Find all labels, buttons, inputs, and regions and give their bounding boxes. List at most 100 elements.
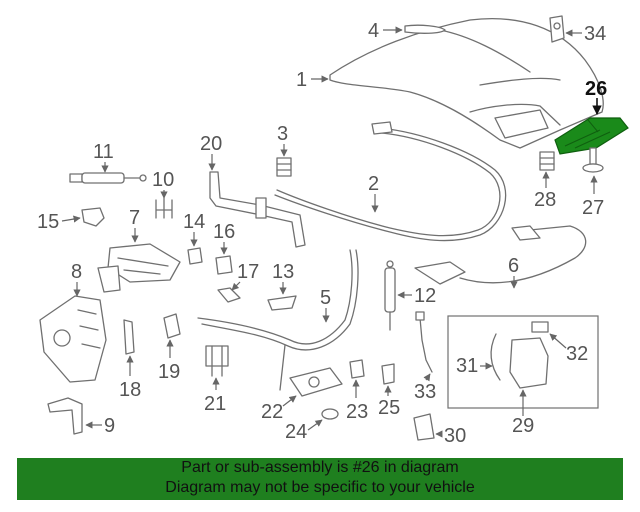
trunk-lid-part [329, 18, 604, 149]
banner-line-1: Part or sub-assembly is #26 in diagram [181, 459, 459, 476]
lid-trim-strip-part [404, 24, 446, 34]
latch-housing-part-8 [39, 295, 107, 383]
svg-text:10: 10 [152, 169, 174, 191]
weatherstrip-part [274, 121, 507, 242]
banner-line-2: Diagram may not be specific to your vehi… [165, 479, 475, 496]
callout-2: 2 [368, 173, 379, 213]
svg-text:28: 28 [534, 189, 556, 211]
callout-31: 31 [456, 355, 493, 377]
bolt-part-27 [582, 147, 604, 173]
svg-text:20: 20 [200, 133, 222, 155]
hinge-cover-part-26-highlighted [554, 117, 629, 155]
connector-part-32 [531, 321, 549, 333]
svg-text:17: 17 [237, 261, 259, 283]
svg-text:12: 12 [414, 285, 436, 307]
callout-8: 8 [71, 261, 82, 297]
callout-14: 14 [183, 211, 205, 247]
bracket-part-9 [47, 397, 83, 435]
callout-4: 4 [368, 20, 403, 42]
svg-text:9: 9 [104, 415, 115, 437]
svg-text:25: 25 [378, 397, 400, 419]
callout-29: 29 [512, 389, 534, 437]
callout-33: 33 [414, 373, 436, 403]
svg-text:31: 31 [456, 355, 478, 377]
svg-text:27: 27 [582, 197, 604, 219]
svg-text:16: 16 [213, 221, 235, 243]
svg-text:7: 7 [129, 207, 140, 229]
switch-part-21 [205, 345, 229, 377]
gas-strut-part-12 [384, 260, 396, 331]
pad-part-13 [267, 295, 297, 311]
svg-text:13: 13 [272, 261, 294, 283]
svg-text:33: 33 [414, 381, 436, 403]
svg-text:8: 8 [71, 261, 82, 283]
svg-text:14: 14 [183, 211, 205, 233]
callout-27: 27 [582, 175, 604, 219]
grommet-part-24 [321, 408, 339, 420]
svg-text:30: 30 [444, 425, 466, 447]
callout-11: 11 [93, 141, 114, 173]
svg-text:26: 26 [585, 78, 607, 100]
release-cable-part-6 [414, 225, 587, 285]
svg-text:3: 3 [277, 123, 288, 145]
clip-part-17 [217, 287, 241, 303]
callout-23: 23 [346, 379, 368, 423]
callout-5: 5 [320, 287, 331, 323]
callout-26: 26 [585, 78, 607, 115]
clip-part-25 [381, 363, 395, 385]
clip-part-19 [163, 313, 181, 339]
callout-30: 30 [435, 425, 466, 447]
bumper-part-28 [539, 151, 555, 171]
callout-25: 25 [378, 385, 400, 419]
svg-text:22: 22 [261, 401, 283, 423]
svg-text:21: 21 [204, 393, 226, 415]
svg-text:15: 15 [37, 211, 59, 233]
callout-21: 21 [204, 377, 226, 415]
callout-1: 1 [296, 69, 329, 91]
callout-10: 10 [152, 169, 174, 199]
callout-34: 34 [565, 23, 606, 45]
svg-text:5: 5 [320, 287, 331, 309]
cable-part-33 [415, 311, 433, 373]
callout-17: 17 [231, 261, 259, 291]
callout-3: 3 [277, 123, 288, 157]
svg-text:23: 23 [346, 401, 368, 423]
callout-24: 24 [285, 419, 323, 443]
callout-28: 28 [534, 171, 556, 211]
clip-part-15 [81, 207, 105, 227]
svg-text:1: 1 [296, 69, 307, 91]
clip-part-14 [187, 247, 203, 265]
bracket-part-10 [155, 197, 173, 219]
svg-text:18: 18 [119, 379, 141, 401]
svg-text:24: 24 [285, 421, 307, 443]
hinge-arm-part-20 [209, 171, 306, 248]
cable-part-18 [123, 319, 135, 355]
svg-text:2: 2 [368, 173, 379, 195]
svg-text:19: 19 [158, 361, 180, 383]
svg-text:4: 4 [368, 20, 379, 42]
bumper-stop-part-3 [276, 157, 292, 177]
lift-cylinder-part-11 [69, 172, 147, 184]
latch-assembly-part-7 [97, 243, 181, 293]
bracket-part-30 [413, 413, 435, 441]
callout-7: 7 [129, 207, 140, 243]
latch-actuator-part-22 [289, 367, 343, 397]
svg-text:34: 34 [584, 23, 606, 45]
callout-18: 18 [119, 355, 141, 401]
callout-15: 15 [37, 211, 81, 233]
release-linkage-part-5 [197, 249, 359, 391]
clip-part-34 [549, 15, 565, 43]
pump-unit [509, 337, 549, 389]
svg-text:6: 6 [508, 255, 519, 277]
callout-13: 13 [272, 261, 294, 295]
callout-6: 6 [508, 255, 519, 289]
svg-text:29: 29 [512, 415, 534, 437]
hose-part-31 [490, 333, 501, 381]
bolt-part-23 [349, 359, 365, 379]
clip-part-16 [215, 255, 233, 275]
svg-text:11: 11 [93, 141, 114, 163]
info-banner: Part or sub-assembly is #26 in diagram D… [17, 458, 623, 500]
callout-32: 32 [549, 333, 588, 365]
callout-20: 20 [200, 133, 222, 171]
